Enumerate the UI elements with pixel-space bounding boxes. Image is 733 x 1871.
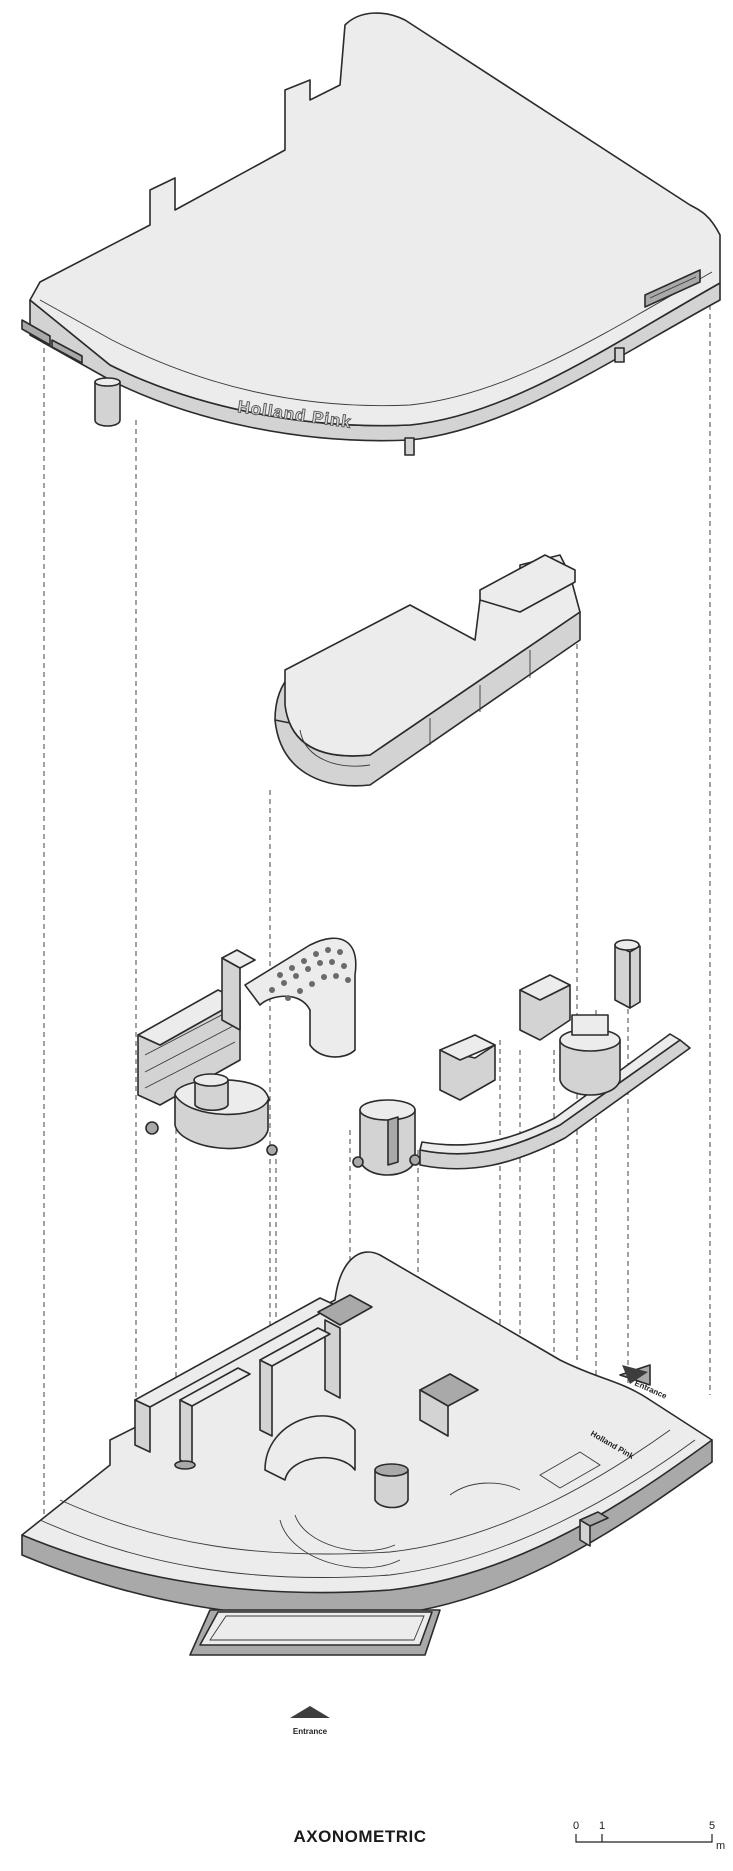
scale-unit: m — [716, 1840, 725, 1852]
scale-bar: 0 1 5 m — [573, 1820, 725, 1852]
entrance-front-label: Entrance — [293, 1727, 328, 1736]
perforation-dots — [269, 947, 351, 1001]
scale-tick-5: 5 — [709, 1820, 715, 1832]
scale-tick-1: 1 — [599, 1820, 605, 1832]
floor-plan-layer: Holland Pink — [21, 1251, 713, 1656]
entrance-arrow-icon — [622, 1365, 648, 1384]
fixture-layer — [137, 937, 691, 1176]
entrance-arrow-icon — [290, 1706, 330, 1718]
roof-ceiling-layer: Holland Pink — [21, 12, 721, 456]
canopy-layer — [274, 554, 581, 787]
scale-bar-line — [575, 1834, 713, 1843]
drawing-title: AXONOMETRIC — [294, 1827, 427, 1846]
entrance-marker-front: Entrance — [290, 1706, 330, 1736]
scale-tick-0: 0 — [573, 1820, 579, 1832]
